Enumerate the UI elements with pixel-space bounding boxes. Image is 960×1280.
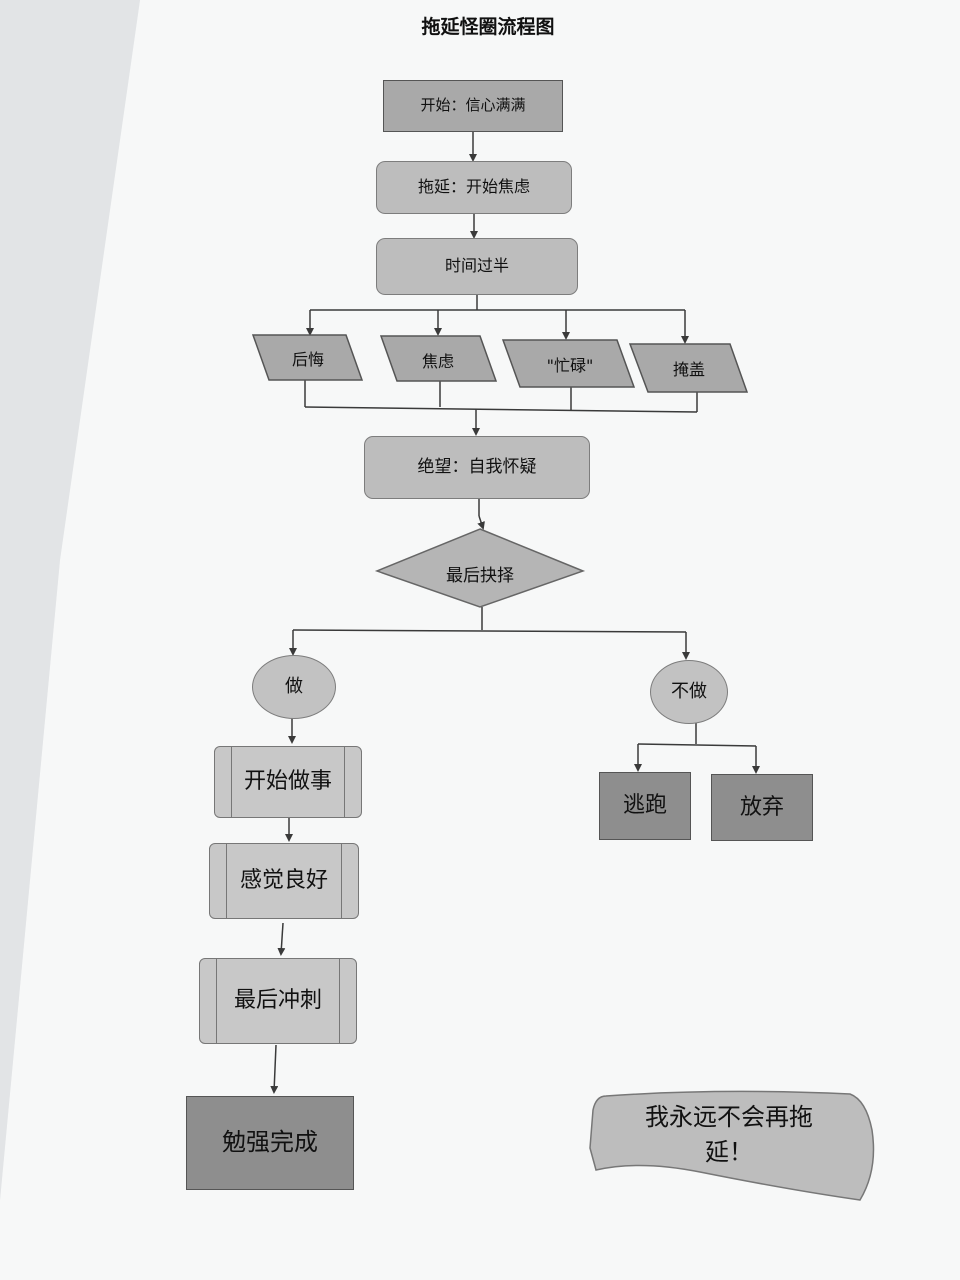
page-title: 拖延怪圈流程图 <box>421 16 555 38</box>
start-node: 开始：信心满满 <box>383 80 563 132</box>
never-again-bubble <box>589 1090 875 1201</box>
escape-label: 逃跑 <box>622 793 667 819</box>
not-do-node: 不做 <box>650 660 728 724</box>
do-node: 做 <box>252 655 336 719</box>
final-sprint-label: 最后冲刺 <box>233 988 322 1014</box>
regret-label: 后悔 <box>291 350 324 369</box>
procrastinate-label: 拖延：开始焦虑 <box>417 177 530 197</box>
feel-good-node: 感觉良好 <box>209 843 359 919</box>
anxiety-shape <box>379 335 498 382</box>
regret-shape <box>251 334 364 381</box>
feel-good-label: 感觉良好 <box>239 868 328 894</box>
give-up-label: 放弃 <box>739 794 784 820</box>
give-up-node: 放弃 <box>711 774 813 841</box>
final-choice-shape <box>374 528 586 608</box>
connector-lines <box>270 131 760 1094</box>
barely-done-node: 勉强完成 <box>186 1096 354 1190</box>
half-time-node: 时间过半 <box>376 238 578 295</box>
anxiety-label: 焦虑 <box>421 352 454 371</box>
start-work-label: 开始做事 <box>243 769 332 795</box>
do-label: 做 <box>285 675 303 697</box>
never-again-label: 我永远不会再拖延！ <box>645 1103 813 1166</box>
despair-node: 绝望：自我怀疑 <box>364 436 590 499</box>
busy-shape <box>501 339 636 388</box>
half-time-label: 时间过半 <box>444 256 509 276</box>
start-label: 开始：信心满满 <box>420 96 526 115</box>
start-work-node: 开始做事 <box>214 746 362 818</box>
final-sprint-node: 最后冲刺 <box>199 958 357 1044</box>
final-choice-label: 最后抉择 <box>446 566 514 586</box>
cover-up-shape <box>628 343 749 393</box>
not-do-label: 不做 <box>671 680 707 702</box>
barely-done-label: 勉强完成 <box>222 1128 318 1157</box>
despair-label: 绝望：自我怀疑 <box>417 456 537 477</box>
escape-node: 逃跑 <box>599 772 691 840</box>
cover-up-label: 掩盖 <box>672 360 705 379</box>
procrastinate-node: 拖延：开始焦虑 <box>376 161 572 214</box>
busy-label: "忙碌" <box>546 356 594 375</box>
